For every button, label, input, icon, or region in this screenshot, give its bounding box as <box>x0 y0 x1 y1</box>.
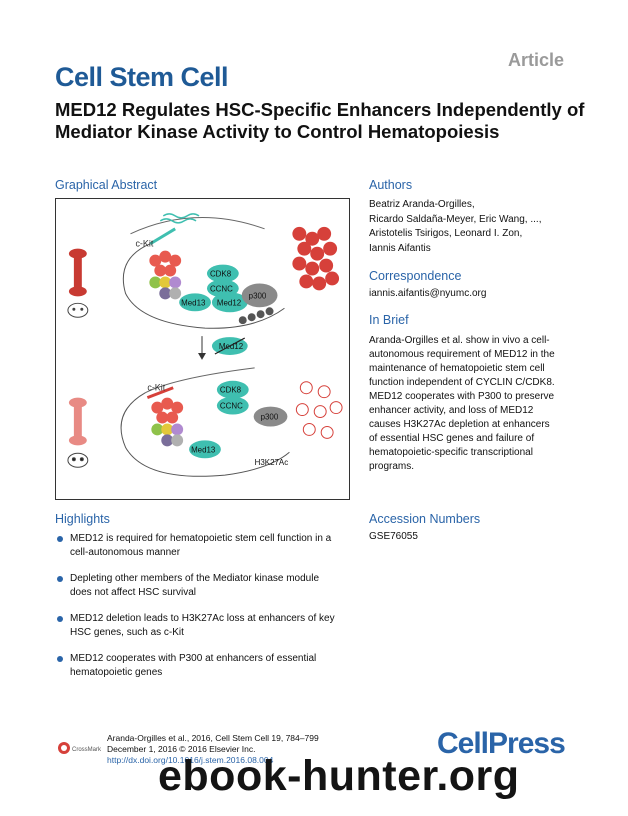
blood-cells-bottom <box>295 381 343 439</box>
author-line: Beatriz Aranda-Orgilles, <box>369 199 475 210</box>
dna-strand-top <box>130 217 265 235</box>
ccnc-label-bottom: CCNC <box>220 402 243 411</box>
ckit-receptor-waves <box>159 213 200 224</box>
mouse-icon-top <box>67 302 89 318</box>
bone-icon-top <box>68 248 87 297</box>
bullet-icon <box>57 536 63 542</box>
highlight-item: MED12 is required for hematopoietic stem… <box>55 532 355 560</box>
ccnc-shape-bottom <box>216 396 249 415</box>
ckit-gene-mark-bottom <box>146 386 174 400</box>
med13-label-bottom: Med13 <box>191 445 216 454</box>
mouse-icon-bottom <box>67 452 89 468</box>
highlights-heading: Highlights <box>55 512 110 526</box>
journal-logo: Cell Stem Cell <box>55 62 229 92</box>
citation-block: Aranda-Orgilles et al., 2016, Cell Stem … <box>107 733 319 766</box>
correspondence-email[interactable]: iannis.aifantis@nyumc.org <box>369 288 487 299</box>
accession-number[interactable]: GSE76055 <box>369 531 418 542</box>
doi-link[interactable]: http://dx.doi.org/10.1016/j.stem.2016.08… <box>107 755 274 765</box>
authors-heading: Authors <box>369 178 413 192</box>
cdk8-shape-bottom <box>216 380 249 399</box>
article-title: MED12 Regulates HSC-Specific Enhancers I… <box>55 99 585 142</box>
med13-label-top: Med13 <box>181 298 206 307</box>
in-brief-line: MED12 cooperates with P300 to preserve <box>369 391 555 402</box>
in-brief-heading: In Brief <box>369 313 409 327</box>
graphical-abstract-heading: Graphical Abstract <box>55 178 158 192</box>
bullet-icon <box>57 616 63 622</box>
tf-cluster-bottom <box>151 397 184 447</box>
in-brief-text: Aranda-Orgilles et al. show in vivo a ce… <box>369 334 569 474</box>
in-brief-line: Aranda-Orgilles et al. show in vivo a ce… <box>369 335 550 346</box>
cell-membrane-bottom <box>120 392 290 477</box>
highlight-item: Depleting other members of the Mediator … <box>55 572 355 600</box>
deletion-cross <box>214 337 245 355</box>
p300-shape-bottom <box>253 406 288 427</box>
highlight-item: MED12 cooperates with P300 at enhancers … <box>55 652 355 680</box>
ckit-label-top: c-Kit <box>135 239 153 249</box>
bullet-icon <box>57 656 63 662</box>
cell-membrane-top <box>122 243 285 329</box>
cellpress-logo: CellPress <box>437 727 566 760</box>
author-line: Aristotelis Tsirigos, Leonard I. Zon, <box>369 228 523 239</box>
p300-label-top: p300 <box>249 291 267 300</box>
in-brief-line: function independent of CYCLIN C/CDK8. <box>369 377 555 388</box>
graphical-abstract-svg: c-Kit CDK8 CCNC <box>67 213 343 477</box>
med13-shape-bottom <box>189 440 221 459</box>
tf-cluster-top <box>149 250 182 300</box>
graphical-abstract-figure: c-Kit CDK8 CCNC <box>55 198 350 500</box>
ccnc-label-top: CCNC <box>210 284 233 293</box>
ckit-label-bottom: c-Kit <box>147 383 165 393</box>
cdk8-label-bottom: CDK8 <box>220 386 242 395</box>
author-line: Ricardo Saldaña-Meyer, Eric Wang, ..., <box>369 213 542 225</box>
dna-strand-bottom <box>145 367 255 394</box>
highlights-list: MED12 is required for hematopoietic stem… <box>55 532 355 692</box>
correspondence-heading: Correspondence <box>369 269 462 283</box>
crossmark-icon[interactable]: CrossMark <box>57 741 105 755</box>
in-brief-line: autonomous requirement of MED12 in the <box>369 349 555 360</box>
med12-deleted-label: Med12 <box>219 342 244 351</box>
in-brief-line: maintenance of hematopoietic stem cell <box>369 363 545 374</box>
highlight-item: MED12 deletion leads to H3K27Ac loss at … <box>55 612 355 640</box>
in-brief-line: of essential HSC genes and failure of <box>369 433 535 444</box>
author-line: Iannis Aifantis <box>369 242 431 254</box>
cdk8-label-top: CDK8 <box>210 269 232 278</box>
p300-label-bottom: p300 <box>261 413 279 422</box>
h3k27ac-label: H3K27Ac <box>255 458 289 467</box>
accession-heading: Accession Numbers <box>369 512 481 526</box>
ckit-gene-mark-top <box>149 227 176 245</box>
bullet-icon <box>57 576 63 582</box>
citation-date: December 1, 2016 © 2016 Elsevier Inc. <box>107 744 256 754</box>
bone-icon-bottom <box>68 397 87 446</box>
in-brief-line: programs. <box>369 461 415 472</box>
authors-list: Beatriz Aranda-Orgilles, Ricardo Saldaña… <box>369 198 589 256</box>
blood-cells-top <box>292 226 340 291</box>
watermark-text: ebook-hunter.org <box>158 752 520 800</box>
in-brief-line: enhancer activity, and loss of MED12 <box>369 405 534 416</box>
citation-line: Aranda-Orgilles et al., 2016, Cell Stem … <box>107 733 319 743</box>
in-brief-line: causes H3K27Ac depletion at enhancers <box>369 419 550 430</box>
article-type-label: Article <box>508 50 565 70</box>
deletion-arrow-head <box>198 352 206 360</box>
med12-label-top: Med12 <box>217 298 242 307</box>
in-brief-line: hematopoietic-specific transcriptional <box>369 447 533 458</box>
crossmark-label: CrossMark <box>72 747 102 753</box>
mediator-complex-top <box>179 264 278 325</box>
